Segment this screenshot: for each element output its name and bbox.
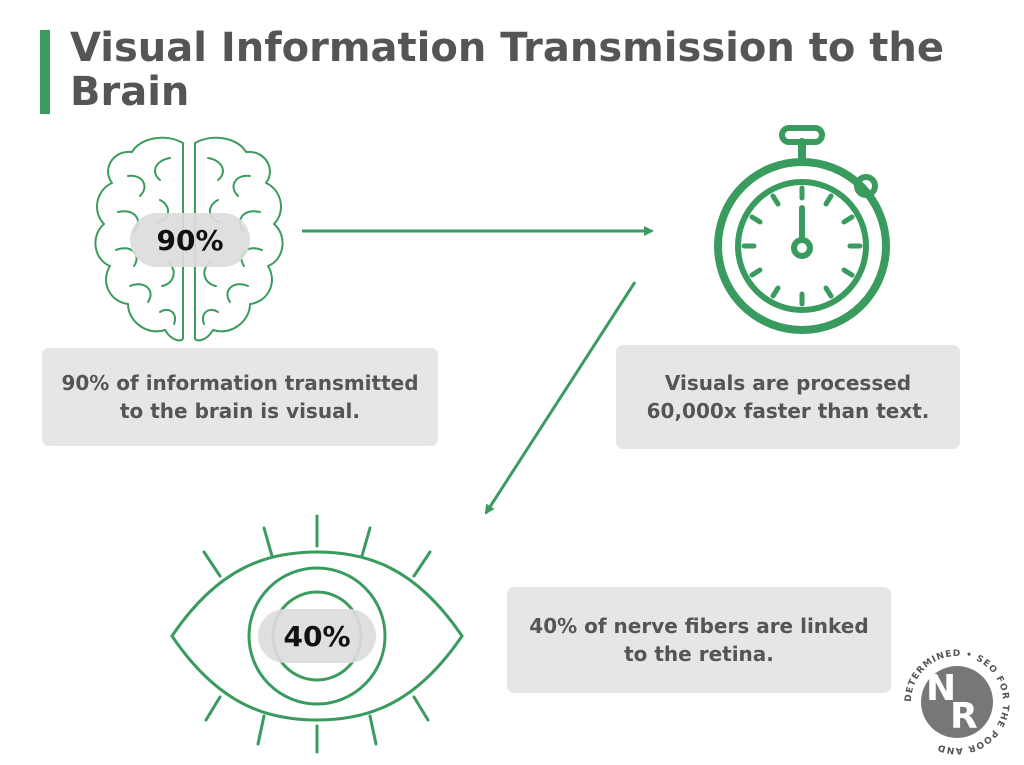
brain-percent-highlight xyxy=(130,213,250,267)
nr-logo: DETERMINED • SEO FOR THE POOR AND N R xyxy=(904,649,1009,755)
arrow-stopwatch-to-eye xyxy=(484,281,637,515)
stopwatch-caption-box: Visuals are processed 60,000x faster tha… xyxy=(616,345,960,449)
brain-percent: 90% xyxy=(156,224,223,257)
eye-percent-highlight xyxy=(258,609,376,663)
eye-caption-box: 40% of nerve fibers are linked to the re… xyxy=(507,587,891,693)
brain-caption: 90% of information transmitted to the br… xyxy=(61,371,419,423)
stopwatch-icon xyxy=(714,125,890,334)
eye-caption: 40% of nerve fibers are linked to the re… xyxy=(529,614,869,666)
eye-icon xyxy=(170,514,464,754)
logo-disc xyxy=(921,666,993,738)
stopwatch-caption: Visuals are processed 60,000x faster tha… xyxy=(646,371,930,423)
title-accent-bar xyxy=(40,30,50,114)
page-title: Visual Information Transmission to the B… xyxy=(70,25,944,115)
eye-percent: 40% xyxy=(283,620,350,653)
logo-letter-n: N xyxy=(926,668,956,709)
logo-letter-r: R xyxy=(950,696,978,737)
brain-caption-box: 90% of information transmitted to the br… xyxy=(42,348,438,446)
